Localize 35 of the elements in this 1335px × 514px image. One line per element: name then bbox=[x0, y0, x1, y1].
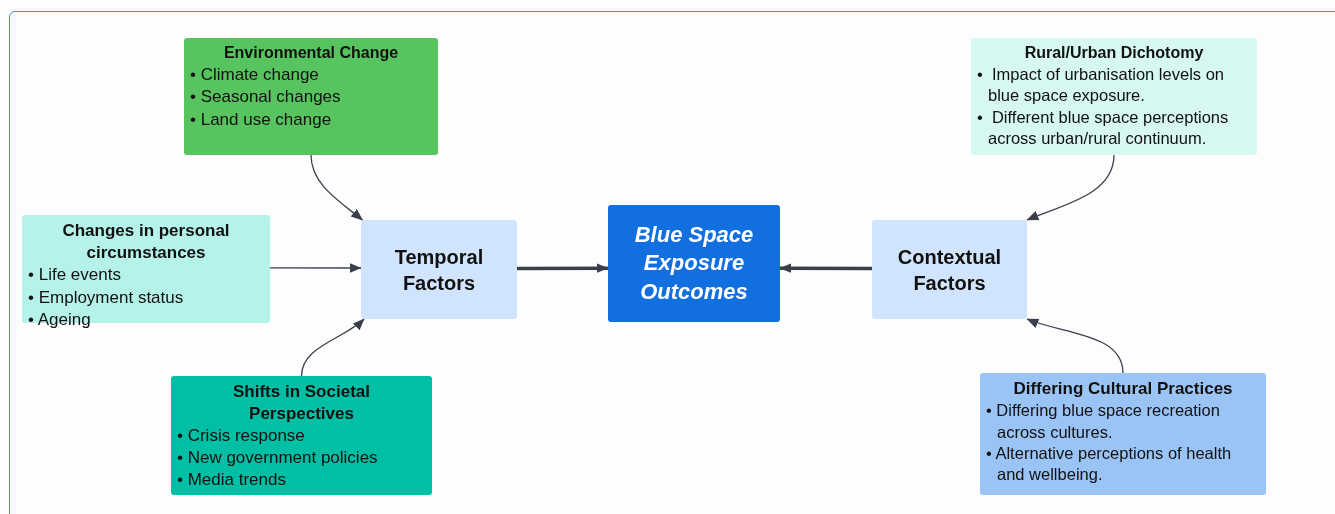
bullet-item: • Employment status bbox=[28, 286, 185, 309]
box-heading: Contextual Factors bbox=[896, 244, 1003, 296]
box-heading: Differing Cultural Practices bbox=[1012, 378, 1234, 400]
box-heading: Changes in personal circumstances bbox=[61, 220, 231, 265]
arrow bbox=[1026, 318, 1124, 374]
topic-box bbox=[980, 373, 1266, 495]
topic-box bbox=[184, 38, 438, 155]
bullet-item: • Seasonal changes bbox=[190, 86, 342, 109]
bullet-item: • Impact of urbanisation levels on blue space exposure. bbox=[977, 63, 1225, 107]
bullet-item: • Life events bbox=[28, 264, 122, 287]
bullet-item: • Media trends bbox=[177, 468, 287, 491]
bullet-item: • Alternative perceptions of health and wellbeing. bbox=[986, 442, 1233, 486]
bullet-item: • New government policies bbox=[177, 446, 379, 469]
arrow bbox=[300, 318, 365, 377]
box-heading: Rural/Urban Dichotomy bbox=[1023, 43, 1205, 63]
bullet-item: • Ageing bbox=[28, 309, 92, 332]
arrow bbox=[310, 154, 364, 221]
topic-box bbox=[171, 376, 432, 495]
bullet-item: • Climate change bbox=[190, 63, 320, 86]
arrow bbox=[269, 263, 362, 273]
arrow bbox=[517, 263, 609, 273]
factor-box bbox=[361, 220, 517, 319]
box-heading: Shifts in Societal Perspectives bbox=[232, 381, 371, 426]
box-heading: Blue Space Exposure Outcomes bbox=[633, 220, 755, 306]
factor-box bbox=[608, 205, 780, 322]
factor-box bbox=[872, 220, 1027, 319]
topic-box bbox=[971, 38, 1257, 155]
arrow bbox=[1026, 154, 1115, 221]
bullet-item: • Crisis response bbox=[177, 425, 306, 447]
bullet-item: • Different blue space perceptions across urban/rural continuum. bbox=[977, 106, 1230, 150]
box-heading: Environmental Change bbox=[222, 43, 400, 63]
box-heading: Temporal Factors bbox=[393, 244, 485, 296]
arrow bbox=[779, 263, 872, 273]
bullet-item: • Differing blue space recreation across cultures. bbox=[986, 400, 1221, 443]
bullet-item: • Land use change bbox=[190, 108, 333, 131]
